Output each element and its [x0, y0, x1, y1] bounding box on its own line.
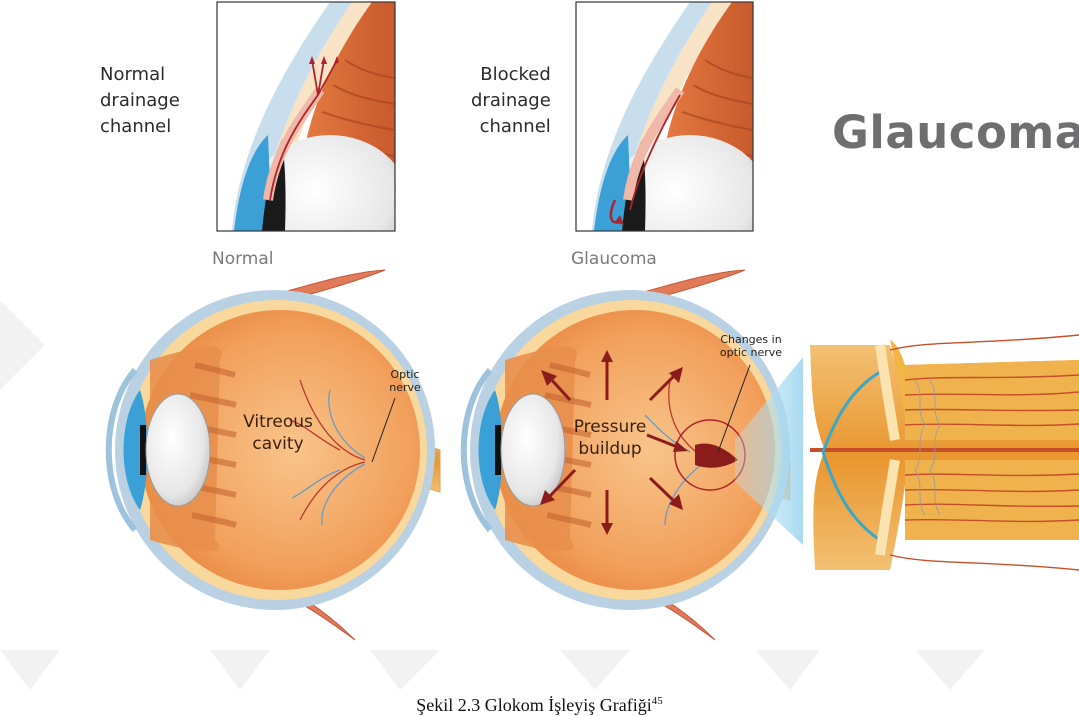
label-line: Normal	[100, 62, 180, 88]
optic-nerve-label: Optic nerve	[382, 368, 428, 394]
label-line: drainage	[471, 88, 551, 114]
changes-optic-label: Changes in optic nerve	[707, 333, 795, 359]
normal-channel-label: Normal drainage channel	[100, 62, 180, 140]
label-line: Vitreous	[228, 411, 328, 433]
glaucoma-label: Glaucoma	[571, 249, 657, 269]
vitreous-cavity-label: Vitreous cavity	[228, 411, 328, 455]
inset-blocked	[576, 2, 770, 275]
glaucoma-heading: Glaucoma	[832, 106, 1079, 159]
figure-caption: Şekil 2.3 Glokom İşleyiş Grafiği45	[0, 695, 1079, 716]
label-line: channel	[100, 114, 180, 140]
label-line: buildup	[560, 438, 660, 460]
figure-caption-text: Şekil 2.3 Glokom İşleyiş Grafiği	[416, 695, 651, 715]
inset-normal	[217, 2, 410, 275]
optic-nerve-zoom	[735, 330, 1079, 575]
figure-caption-ref: 45	[652, 695, 663, 707]
label-line: cavity	[228, 433, 328, 455]
label-line: channel	[471, 114, 551, 140]
label-line: nerve	[382, 381, 428, 394]
label-line: Pressure	[560, 416, 660, 438]
label-line: optic nerve	[707, 346, 795, 359]
label-line: Optic	[382, 368, 428, 381]
normal-label: Normal	[212, 249, 274, 269]
blocked-channel-label: Blocked drainage channel	[471, 62, 551, 140]
label-line: Blocked	[471, 62, 551, 88]
label-line: drainage	[100, 88, 180, 114]
normal-eye	[109, 270, 440, 640]
pressure-buildup-label: Pressure buildup	[560, 416, 660, 460]
label-line: Changes in	[707, 333, 795, 346]
